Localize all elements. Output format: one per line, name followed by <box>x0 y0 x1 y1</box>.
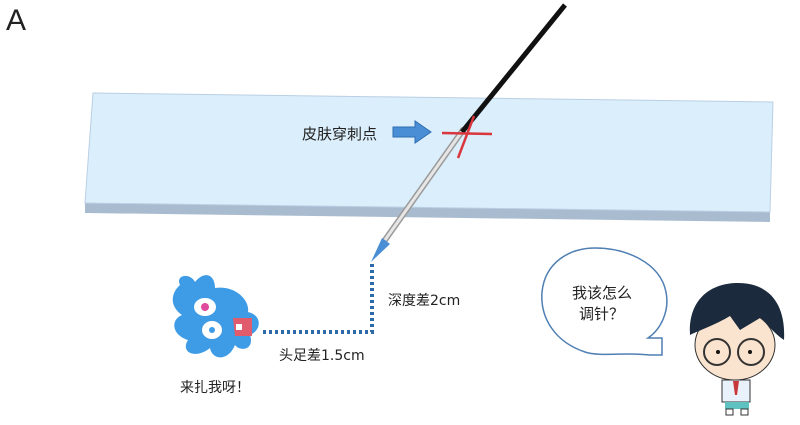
dotted-offset-line <box>262 264 374 334</box>
puncture-point-label: 皮肤穿刺点 <box>302 125 378 143</box>
puncture-cross-icon <box>441 115 493 159</box>
monster-illustration <box>172 275 259 358</box>
speech-bubble <box>541 247 668 356</box>
head-foot-difference-label: 头足差1.5cm <box>279 348 365 364</box>
boy-speech-line2: 调针？ <box>579 305 625 323</box>
monster-speech-text: 来扎我呀！ <box>180 380 250 396</box>
boy-illustration <box>689 283 785 416</box>
skin-slab-edge <box>85 203 770 222</box>
boy-speech-line1: 我该怎么 <box>572 284 633 302</box>
skin-slab <box>84 92 774 213</box>
panel-label: A <box>6 4 27 37</box>
depth-difference-label: 深度差2cm <box>388 293 461 309</box>
right-arrow-icon <box>392 120 432 144</box>
needle <box>371 3 567 262</box>
